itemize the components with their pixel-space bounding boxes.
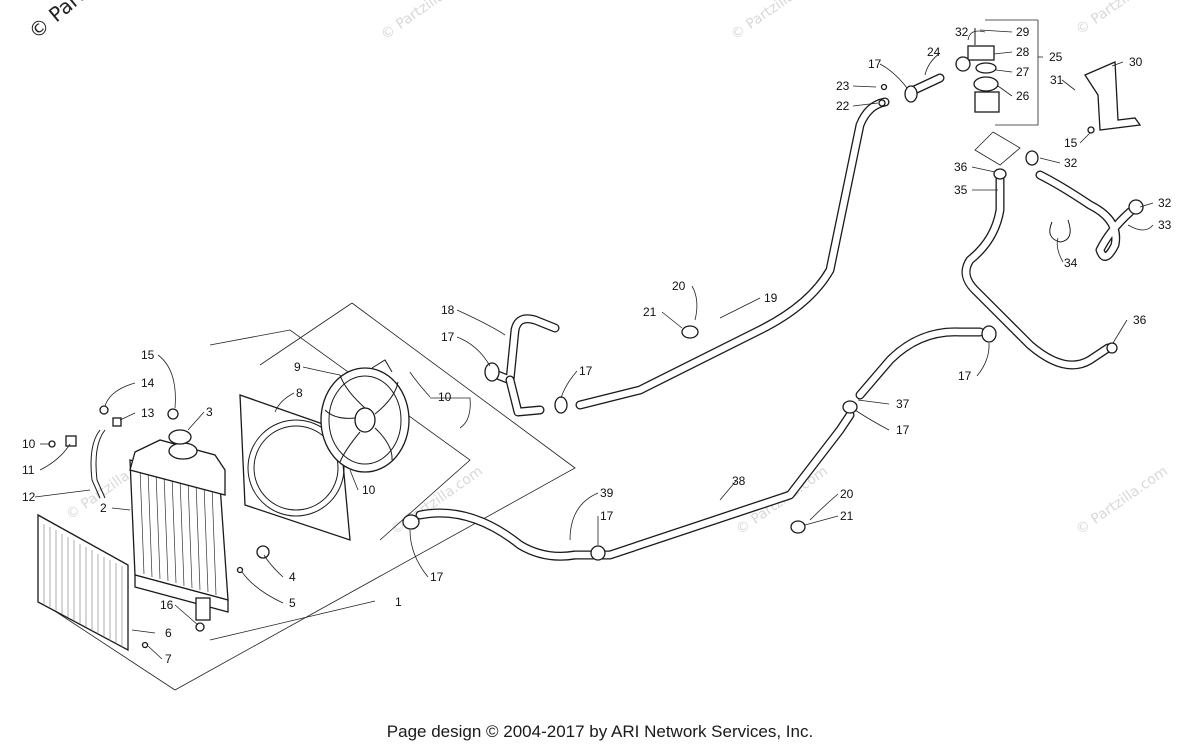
watermark: © Partzilla.com: [1073, 0, 1171, 38]
callout-17: 17: [579, 364, 593, 378]
callout-15: 15: [1064, 136, 1078, 150]
callout-26: 26: [1016, 89, 1030, 103]
bracket: [1084, 61, 1142, 131]
callout-1: 1: [395, 595, 402, 609]
watermark-corner: © Partz: [24, 0, 98, 44]
callout-10: 10: [362, 483, 376, 497]
callout-7: 7: [165, 652, 172, 666]
callout-21: 21: [840, 509, 854, 523]
callout-32: 32: [955, 25, 969, 39]
leader-lines: [34, 29, 1154, 660]
callout-38: 38: [732, 474, 746, 488]
callout-35: 35: [954, 183, 968, 197]
clip-11: [65, 435, 77, 447]
housing-lower: [974, 91, 1000, 113]
washer-13: [112, 417, 122, 427]
callout-31: 31: [1050, 73, 1064, 87]
callout-25: 25: [1049, 50, 1063, 64]
grommet-4: [256, 545, 270, 559]
callouts: 1 2 3 4 5 6 7 8 9 10 10 10 11 12 13 14 1…: [22, 25, 1172, 666]
radiator-small-parts: [48, 405, 270, 649]
screw-7: [141, 641, 149, 649]
watermark: © Partzilla.com: [378, 0, 476, 43]
watermark: © Partzilla.com: [1073, 463, 1171, 538]
callout-6: 6: [165, 626, 172, 640]
callout-14: 14: [141, 376, 155, 390]
callout-20: 20: [840, 487, 854, 501]
housing-28: [967, 45, 995, 61]
callout-8: 8: [296, 386, 303, 400]
grommet-15: [167, 408, 179, 420]
callout-20: 20: [672, 279, 686, 293]
callout-33: 33: [1158, 218, 1172, 232]
callout-17: 17: [430, 570, 444, 584]
callout-30: 30: [1129, 55, 1143, 69]
callout-18: 18: [441, 303, 455, 317]
watermark: © Partzilla.com: [728, 0, 826, 43]
callout-10: 10: [22, 437, 36, 451]
callout-36: 36: [1133, 313, 1147, 327]
watermark: © Partzilla.com: [388, 463, 486, 538]
callout-11: 11: [22, 463, 35, 477]
callout-17: 17: [600, 509, 614, 523]
radiator-cap: [168, 429, 192, 445]
callout-27: 27: [1016, 65, 1030, 79]
bushing-5: [236, 566, 244, 574]
callout-36: 36: [954, 160, 968, 174]
callout-4: 4: [289, 570, 296, 584]
overflow-hose-12: [90, 429, 101, 499]
callout-9: 9: [294, 360, 301, 374]
callout-21: 21: [643, 305, 657, 319]
callout-10: 10: [438, 390, 452, 404]
thermostat-26: [973, 76, 999, 92]
radiator-screen: [37, 513, 129, 652]
callout-15: 15: [141, 348, 155, 362]
callout-17: 17: [441, 330, 455, 344]
callout-17: 17: [868, 57, 882, 71]
callout-34: 34: [1064, 256, 1078, 270]
callout-32: 32: [1158, 196, 1172, 210]
callout-16: 16: [160, 598, 174, 612]
hoses: [415, 73, 1135, 561]
callout-3: 3: [206, 405, 213, 419]
callout-37: 37: [896, 397, 910, 411]
callout-23: 23: [836, 79, 850, 93]
callout-5: 5: [289, 596, 296, 610]
callout-28: 28: [1016, 45, 1030, 59]
fan: [320, 359, 410, 473]
callout-32: 32: [1064, 156, 1078, 170]
callout-19: 19: [764, 291, 778, 305]
clamp-ring: [1049, 219, 1071, 243]
callout-39: 39: [600, 486, 614, 500]
radiator: [129, 439, 229, 621]
gasket-27: [975, 62, 997, 74]
callout-17: 17: [896, 423, 910, 437]
thermostat-housing: [967, 19, 1039, 166]
copyright-footer: Page design © 2004-2017 by ARI Network S…: [386, 722, 814, 741]
callout-29: 29: [1016, 25, 1030, 39]
callout-17: 17: [958, 369, 972, 383]
callout-13: 13: [141, 406, 155, 420]
callout-12: 12: [22, 490, 36, 504]
screw-14: [99, 405, 109, 415]
hose-clamps: [402, 56, 1144, 561]
callout-24: 24: [927, 45, 941, 59]
callout-2: 2: [100, 501, 107, 515]
callout-22: 22: [836, 99, 850, 113]
